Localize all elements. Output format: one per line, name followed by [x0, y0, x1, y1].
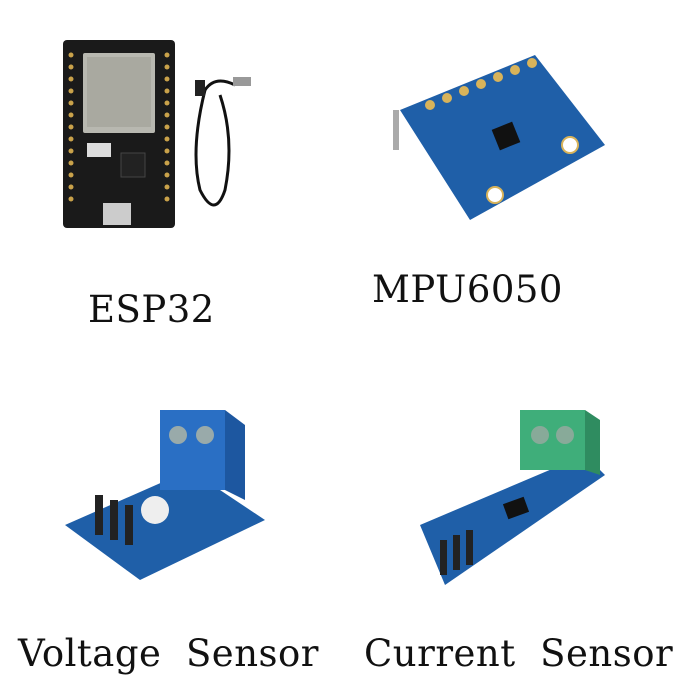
voltage-sensor-image — [65, 410, 265, 580]
current-sensor-image — [420, 410, 605, 585]
item-label-current-sensor: Current Sensor — [364, 632, 674, 675]
esp32-image — [63, 40, 251, 228]
item-label-voltage-sensor: Voltage Sensor — [18, 632, 319, 675]
item-label-mpu6050: MPU6050 — [372, 268, 563, 311]
item-label-esp32: ESP32 — [88, 288, 215, 331]
mpu6050-image — [393, 55, 605, 220]
